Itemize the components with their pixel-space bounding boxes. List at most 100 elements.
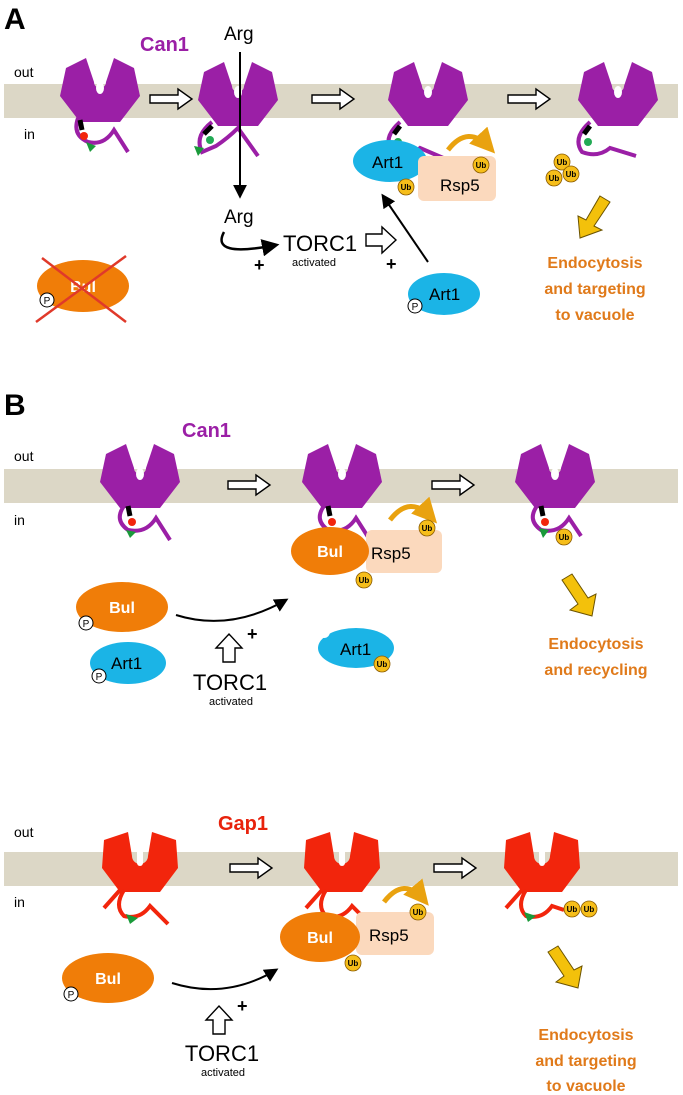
rsp5-ligase — [366, 530, 442, 573]
open-right-arrow-icon — [433, 856, 478, 880]
torc1-label-c: TORC1 — [185, 1041, 259, 1066]
panel-b-protein-label: Can1 — [182, 420, 231, 442]
torc1-label-b: TORC1 — [193, 670, 267, 695]
svg-text:Ub: Ub — [559, 533, 570, 542]
bul-adaptor-free — [62, 953, 154, 1003]
art1-recruitment-arrow — [381, 193, 429, 263]
can1-transporter — [60, 58, 140, 154]
svg-text:Ub: Ub — [377, 660, 388, 669]
bul-complex-label: Bul — [317, 544, 343, 561]
ubiquitin: Ub — [563, 900, 581, 918]
can1-transporter — [576, 62, 658, 158]
open-right-arrow-icon — [229, 856, 274, 880]
phospho-icon: P — [91, 668, 107, 684]
art1-adaptor — [353, 140, 427, 182]
bul-recruitment-arrow — [175, 598, 289, 622]
open-right-arrow-icon — [149, 87, 194, 111]
svg-text:P: P — [412, 302, 419, 313]
panel-a-protein-label: Can1 — [140, 34, 189, 56]
open-up-arrow-icon — [204, 1004, 234, 1035]
art1-adaptor-released — [318, 628, 394, 668]
gap1-transporter — [304, 832, 380, 926]
art1-adaptor-free — [408, 273, 480, 315]
ubiquitin: Ub — [409, 903, 427, 921]
plus-sign: + — [247, 624, 258, 644]
ubiquitin: Ub — [553, 153, 571, 171]
phospho-icon: P — [407, 298, 423, 314]
out-label-c: out — [14, 824, 34, 840]
outcome-line: to vacuole — [555, 307, 634, 324]
ubiquitin: Ub — [555, 528, 573, 546]
open-right-arrow-icon — [365, 225, 398, 255]
outcome-line: Endocytosis — [538, 1027, 633, 1044]
svg-text:Ub: Ub — [584, 905, 595, 914]
panel-b-letter: B — [4, 389, 26, 422]
phospho-icon: P — [39, 292, 55, 308]
can1-transporter — [302, 444, 382, 542]
torc1-label-a: TORC1 — [283, 231, 357, 256]
svg-text:Ub: Ub — [401, 183, 412, 192]
outcome-line: and targeting — [544, 281, 645, 298]
bul-adaptor — [291, 527, 369, 575]
bul-free-label-c: Bul — [95, 971, 121, 988]
svg-text:Ub: Ub — [359, 576, 370, 585]
open-up-arrow-icon — [214, 632, 244, 663]
torc1-activated-b: activated — [209, 696, 253, 708]
rsp5-ligase — [356, 912, 434, 955]
yellow-down-arrow-icon — [547, 945, 583, 989]
svg-text:P: P — [44, 296, 51, 307]
panel-a-letter: A — [4, 3, 26, 36]
art1-free-label-b: Art1 — [111, 654, 142, 673]
torc1-activated-a: activated — [292, 257, 336, 269]
outcome-line: Endocytosis — [547, 255, 642, 272]
rsp5-label-c: Rsp5 — [369, 926, 409, 945]
svg-text:P: P — [83, 619, 90, 630]
ubiquitin: Ub — [397, 178, 415, 196]
ubiquitin: Ub — [418, 519, 436, 537]
svg-text:Ub: Ub — [476, 161, 487, 170]
plus-sign: + — [386, 254, 397, 274]
torc1-activated-c: activated — [201, 1067, 245, 1079]
open-right-arrow-icon — [507, 87, 552, 111]
in-label-b: in — [14, 512, 25, 528]
out-label-a: out — [14, 64, 34, 80]
arg-extracellular-label: Arg — [224, 24, 254, 45]
svg-text:Ub: Ub — [413, 908, 424, 917]
outcome-line: to vacuole — [546, 1078, 625, 1095]
yellow-down-arrow-icon — [561, 573, 597, 617]
svg-text:P: P — [96, 672, 103, 683]
art1-released-label: Art1 — [340, 640, 371, 659]
in-label-a: in — [24, 126, 35, 142]
ubiquitin: Ub — [580, 900, 598, 918]
svg-text:Ub: Ub — [549, 174, 560, 183]
open-right-arrow-icon — [311, 87, 356, 111]
gap1-transporter — [504, 832, 580, 922]
can1-transporter — [194, 62, 278, 158]
plus-sign: + — [254, 255, 265, 275]
curved-ubiquitin-arrow-icon — [446, 126, 496, 154]
rsp5-label-b: Rsp5 — [371, 544, 411, 563]
out-label-b: out — [14, 448, 34, 464]
outcome-line: and targeting — [535, 1053, 636, 1070]
ubiquitin: Ub — [355, 571, 373, 589]
plus-sign: + — [237, 996, 248, 1016]
svg-text:Ub: Ub — [422, 524, 433, 533]
svg-text:P: P — [68, 990, 75, 1001]
can1-transporter — [100, 444, 180, 542]
outcome-line: Endocytosis — [548, 636, 643, 653]
svg-text:Ub: Ub — [567, 905, 578, 914]
phospho-icon: P — [63, 986, 79, 1002]
bul-adaptor — [280, 912, 360, 962]
open-right-arrow-icon — [227, 473, 272, 497]
gap1-transporter — [102, 832, 178, 926]
svg-text:Ub: Ub — [348, 959, 359, 968]
ubiquitin: Ub — [472, 156, 490, 174]
open-right-arrow-icon — [431, 473, 476, 497]
art1-free-label: Art1 — [429, 285, 460, 304]
ubiquitin: Ub — [344, 954, 362, 972]
ubiquitin: Ub — [562, 165, 580, 183]
bul-complex-label-c: Bul — [307, 930, 333, 947]
curved-ubiquitin-arrow-icon — [388, 496, 438, 524]
gap1-protein-label: Gap1 — [218, 813, 268, 835]
